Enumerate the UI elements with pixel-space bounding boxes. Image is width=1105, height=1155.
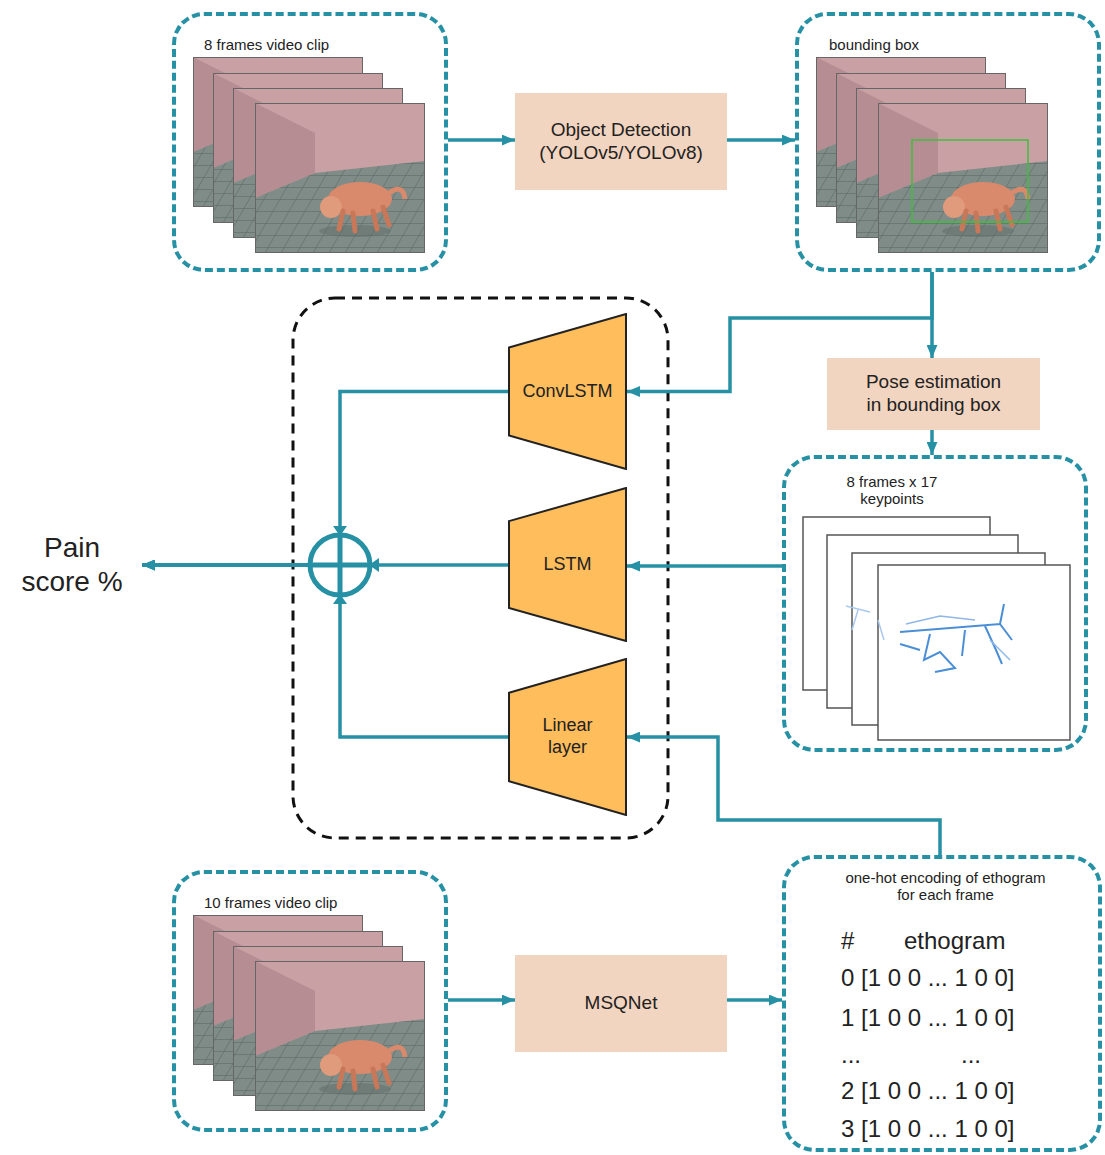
node-label: one-hot encoding of ethogram for each fr… (838, 869, 1053, 904)
node-label: Object Detection (YOLOv5/YOLOv8) (529, 119, 714, 165)
node-label: ConvLSTM (522, 381, 612, 403)
data-panel: 8 frames x 17 keypoints (782, 455, 1088, 752)
table-cell: 2 [1 0 0 ... 1 0 0] (841, 1077, 1014, 1105)
node-label: bounding box (829, 36, 919, 53)
table-cell: 1 [1 0 0 ... 1 0 0] (841, 1004, 1014, 1032)
video-frames (193, 915, 425, 1111)
network-layer: Linear layer (508, 658, 627, 816)
flow-arrow (142, 565, 508, 737)
process-box: Pose estimation in bounding box (827, 358, 1040, 430)
table-cell: ... (841, 1041, 861, 1069)
data-panel: one-hot encoding of ethogram for each fr… (782, 855, 1102, 1152)
process-box: MSQNet (515, 955, 727, 1052)
table-cell: ethogram (904, 927, 1005, 955)
node-label: LSTM (543, 554, 591, 576)
network-layer: LSTM (508, 487, 627, 642)
flow-arrow (142, 392, 508, 566)
data-panel: bounding box (795, 12, 1101, 272)
flow-arrow (930, 272, 934, 358)
model-group-outline (293, 298, 668, 838)
data-panel: 10 frames video clip (172, 870, 448, 1132)
bounding-box-frames (816, 57, 1048, 253)
flow-arrow (448, 138, 515, 142)
node-label: Pain score % (12, 531, 132, 598)
flow-arrow (727, 138, 795, 142)
flow-arrow (727, 998, 782, 1002)
video-frames (193, 57, 425, 253)
trapezoid-outline (509, 314, 626, 469)
node-label: 8 frames x 17 keypoints (832, 473, 952, 508)
process-box: Object Detection (YOLOv5/YOLOv8) (515, 93, 727, 190)
node-label: Pose estimation in bounding box (859, 371, 1009, 417)
output-label: Pain score % (2, 520, 142, 610)
trapezoid-outline (509, 488, 626, 641)
table-cell: # (841, 927, 854, 955)
flow-arrow (448, 998, 515, 1002)
network-layer: ConvLSTM (508, 313, 627, 470)
trapezoid-outline (509, 659, 626, 815)
keypoint-frames (803, 517, 1070, 740)
data-panel: 8 frames video clip (172, 12, 448, 272)
flow-arrow (930, 430, 934, 455)
table-cell: 0 [1 0 0 ... 1 0 0] (841, 964, 1014, 992)
node-label: Linear layer (542, 715, 592, 758)
node-label: MSQNet (585, 992, 658, 1015)
node-label: 10 frames video clip (204, 894, 337, 911)
flow-arrow (627, 564, 782, 568)
table-cell: ... (961, 1041, 981, 1069)
flow-arrow (627, 737, 940, 855)
node-label: 8 frames video clip (204, 36, 329, 53)
table-cell: 3 [1 0 0 ... 1 0 0] (841, 1115, 1014, 1143)
